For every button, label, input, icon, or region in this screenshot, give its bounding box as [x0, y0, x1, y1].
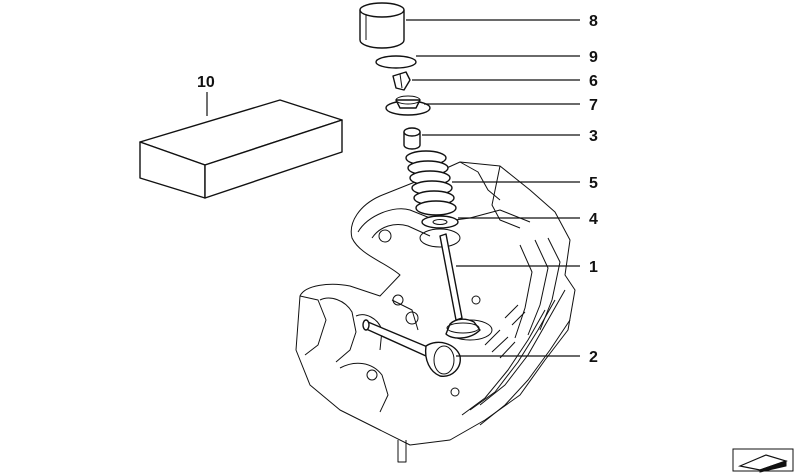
part-8-bucket-tappet: [359, 2, 405, 49]
part-10-kit-box: [139, 99, 343, 199]
part-2-valve: [362, 319, 461, 377]
part-5-valve-spring: [405, 150, 457, 216]
callout-1: 1: [589, 259, 598, 276]
callout-4: 4: [589, 211, 598, 228]
callout-2: 2: [589, 349, 598, 366]
part-1-valve: [439, 233, 481, 339]
callout-5: 5: [589, 175, 598, 192]
callout-8: 8: [589, 13, 598, 30]
part-3-valve-stem-seal: [403, 127, 421, 150]
callout-10: 10: [197, 74, 215, 91]
callout-9: 9: [589, 49, 598, 66]
part-7-spring-retainer: [385, 95, 431, 116]
catalog-page-icon[interactable]: [732, 448, 794, 473]
part-6-valve-cotter: [392, 71, 411, 91]
callout-6: 6: [589, 73, 598, 90]
part-4-spring-seat-washer: [421, 215, 459, 229]
part-9-shim: [375, 55, 417, 69]
callout-3: 3: [589, 128, 598, 145]
callout-7: 7: [589, 97, 598, 114]
